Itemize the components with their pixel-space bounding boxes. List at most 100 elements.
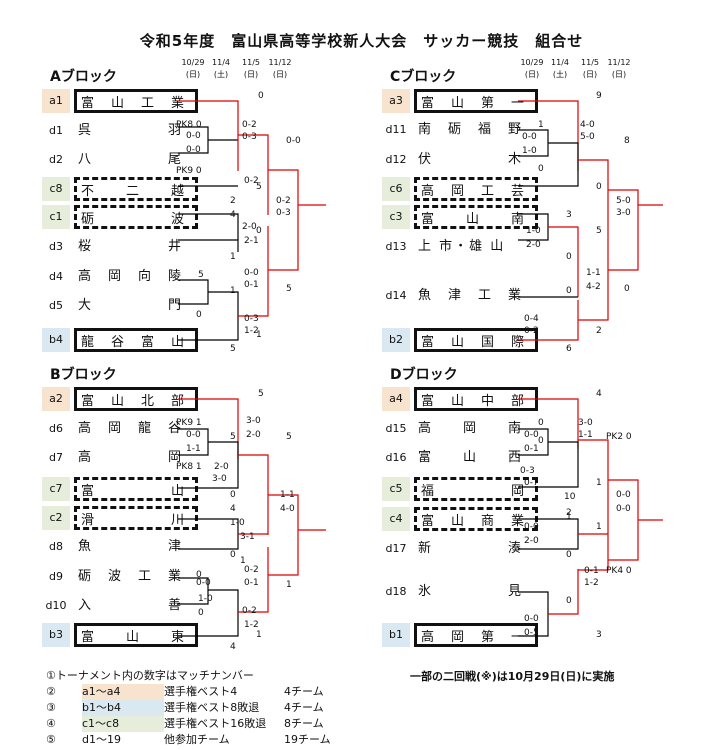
team-seed-id: d14 xyxy=(385,289,407,302)
match-score: 0 xyxy=(230,550,236,560)
match-score: 3-0 xyxy=(212,474,227,484)
match-score: 0-0 xyxy=(196,578,211,588)
team-name: 富 山 南 xyxy=(414,205,538,229)
match-score: 2 xyxy=(596,326,602,336)
match-score: 0-2 xyxy=(242,120,257,130)
match-score: 10 xyxy=(564,492,576,502)
match-score: 1-0 xyxy=(526,226,541,236)
match-score: PK9 0 xyxy=(176,166,202,176)
match-score: PK8 0 xyxy=(176,120,202,130)
match-score: 5 xyxy=(230,432,236,442)
team-seed-id: b4 xyxy=(42,328,70,352)
team-seed-id: d11 xyxy=(385,123,407,136)
match-score: 4-2 xyxy=(586,282,601,292)
dates-right: 10/29 11/4 11/5 11/12 (日) (土) (日) (日) xyxy=(0,58,723,82)
match-score: 0-0 xyxy=(524,614,539,624)
match-score: 6 xyxy=(566,344,572,354)
footer-note: 一部の二回戦(※)は10月29日(日)に実施 xyxy=(410,670,615,683)
team-name: 入 善 xyxy=(78,598,184,613)
match-score: 0-1 xyxy=(244,578,259,588)
match-score: 5 xyxy=(256,182,262,192)
page-title: 令和5年度 富山県高等学校新人大会 サッカー競技 組合せ xyxy=(139,32,584,50)
team-seed-id: c4 xyxy=(382,507,410,531)
match-score: 1 xyxy=(230,252,236,262)
match-score: 0 xyxy=(256,226,262,236)
match-score: 0-0 xyxy=(186,131,201,141)
day-4: (日) xyxy=(611,70,627,79)
match-score: 3-0 xyxy=(578,418,593,428)
match-score: 1-1 xyxy=(586,268,601,278)
team-seed-id: c8 xyxy=(42,177,70,201)
day-2: (土) xyxy=(552,70,568,79)
match-score: 4-0 xyxy=(280,504,295,514)
team-name: 呉 羽 xyxy=(78,123,184,138)
match-score: 0-0 xyxy=(524,522,539,532)
team-name: 上 市・雄 山 xyxy=(418,239,506,254)
team-name: 高 岡 向 陵 xyxy=(78,269,184,284)
match-score: 0 xyxy=(566,286,572,296)
team-name: 高 岡 工 芸 xyxy=(414,177,538,201)
match-score: 1-1 xyxy=(280,490,295,500)
match-score: 0 xyxy=(566,596,572,606)
match-score: 0-0 xyxy=(286,136,301,146)
match-score: 1-1 xyxy=(186,444,201,454)
match-score: 0 xyxy=(258,91,264,101)
team-seed-id: d4 xyxy=(49,270,63,283)
match-score: 1 xyxy=(596,478,602,488)
match-score: 0-0 xyxy=(244,268,259,278)
match-score: 2-0 xyxy=(526,240,541,250)
match-score: 3 xyxy=(596,630,602,640)
team-seed-id: c2 xyxy=(42,506,70,530)
match-score: 0-2 xyxy=(244,176,259,186)
match-score: 1-0 xyxy=(522,146,537,156)
team-seed-id: d7 xyxy=(49,451,63,464)
match-score: 4 xyxy=(596,389,602,399)
match-score: 0-0 xyxy=(524,430,539,440)
team-seed-id: c3 xyxy=(382,205,410,229)
dates-left: 10/29 11/4 11/5 11/12 (日) (土) (日) (日) xyxy=(0,58,330,82)
team-seed-id: c7 xyxy=(42,477,70,501)
match-score: 0-2 xyxy=(276,196,291,206)
day-3: (日) xyxy=(582,70,598,79)
team-seed-id: d2 xyxy=(49,153,63,166)
team-seed-id: c6 xyxy=(382,177,410,201)
match-score: 1 xyxy=(230,286,236,296)
match-score: 8 xyxy=(624,136,630,146)
team-seed-id: d12 xyxy=(385,153,407,166)
match-score: 1-2 xyxy=(584,578,599,588)
match-score: 0 xyxy=(538,418,544,428)
team-seed-id: d10 xyxy=(45,599,67,612)
team-seed-id: c5 xyxy=(382,477,410,501)
match-score: 0 xyxy=(624,284,630,294)
team-name: 高 岡 xyxy=(78,450,184,465)
match-score: 0-1 xyxy=(584,566,599,576)
team-name: 高 岡 第 一 xyxy=(414,623,538,647)
match-score: 1 xyxy=(256,630,262,640)
match-score: 0 xyxy=(596,182,602,192)
match-score: 1 xyxy=(566,512,572,522)
match-score: 5 xyxy=(198,270,204,280)
date-3: 11/5 xyxy=(242,58,260,67)
match-score: 0-7 xyxy=(524,478,539,488)
team-name: 魚 津 工 業 xyxy=(418,288,524,303)
match-score: 0-0 xyxy=(522,132,537,142)
match-score: PK4 0 xyxy=(606,566,632,576)
match-score: 3 xyxy=(566,210,572,220)
match-score: 0-2 xyxy=(242,606,257,616)
match-score: 5 xyxy=(230,344,236,354)
block-d-title: Dブロック xyxy=(390,367,458,383)
team-name: 福 岡 xyxy=(414,477,538,501)
team-seed-id: a3 xyxy=(382,89,410,113)
match-score: 1-0 xyxy=(198,594,213,604)
team-seed-id: d3 xyxy=(49,240,63,253)
team-seed-id: d5 xyxy=(49,299,63,312)
match-score: 1-1 xyxy=(578,430,593,440)
team-name: 富 山 xyxy=(74,477,198,501)
match-score: 0 xyxy=(196,570,202,580)
match-score: PK9 1 xyxy=(176,418,202,428)
day-3: (日) xyxy=(243,70,259,79)
team-name: 新 湊 xyxy=(418,541,524,556)
